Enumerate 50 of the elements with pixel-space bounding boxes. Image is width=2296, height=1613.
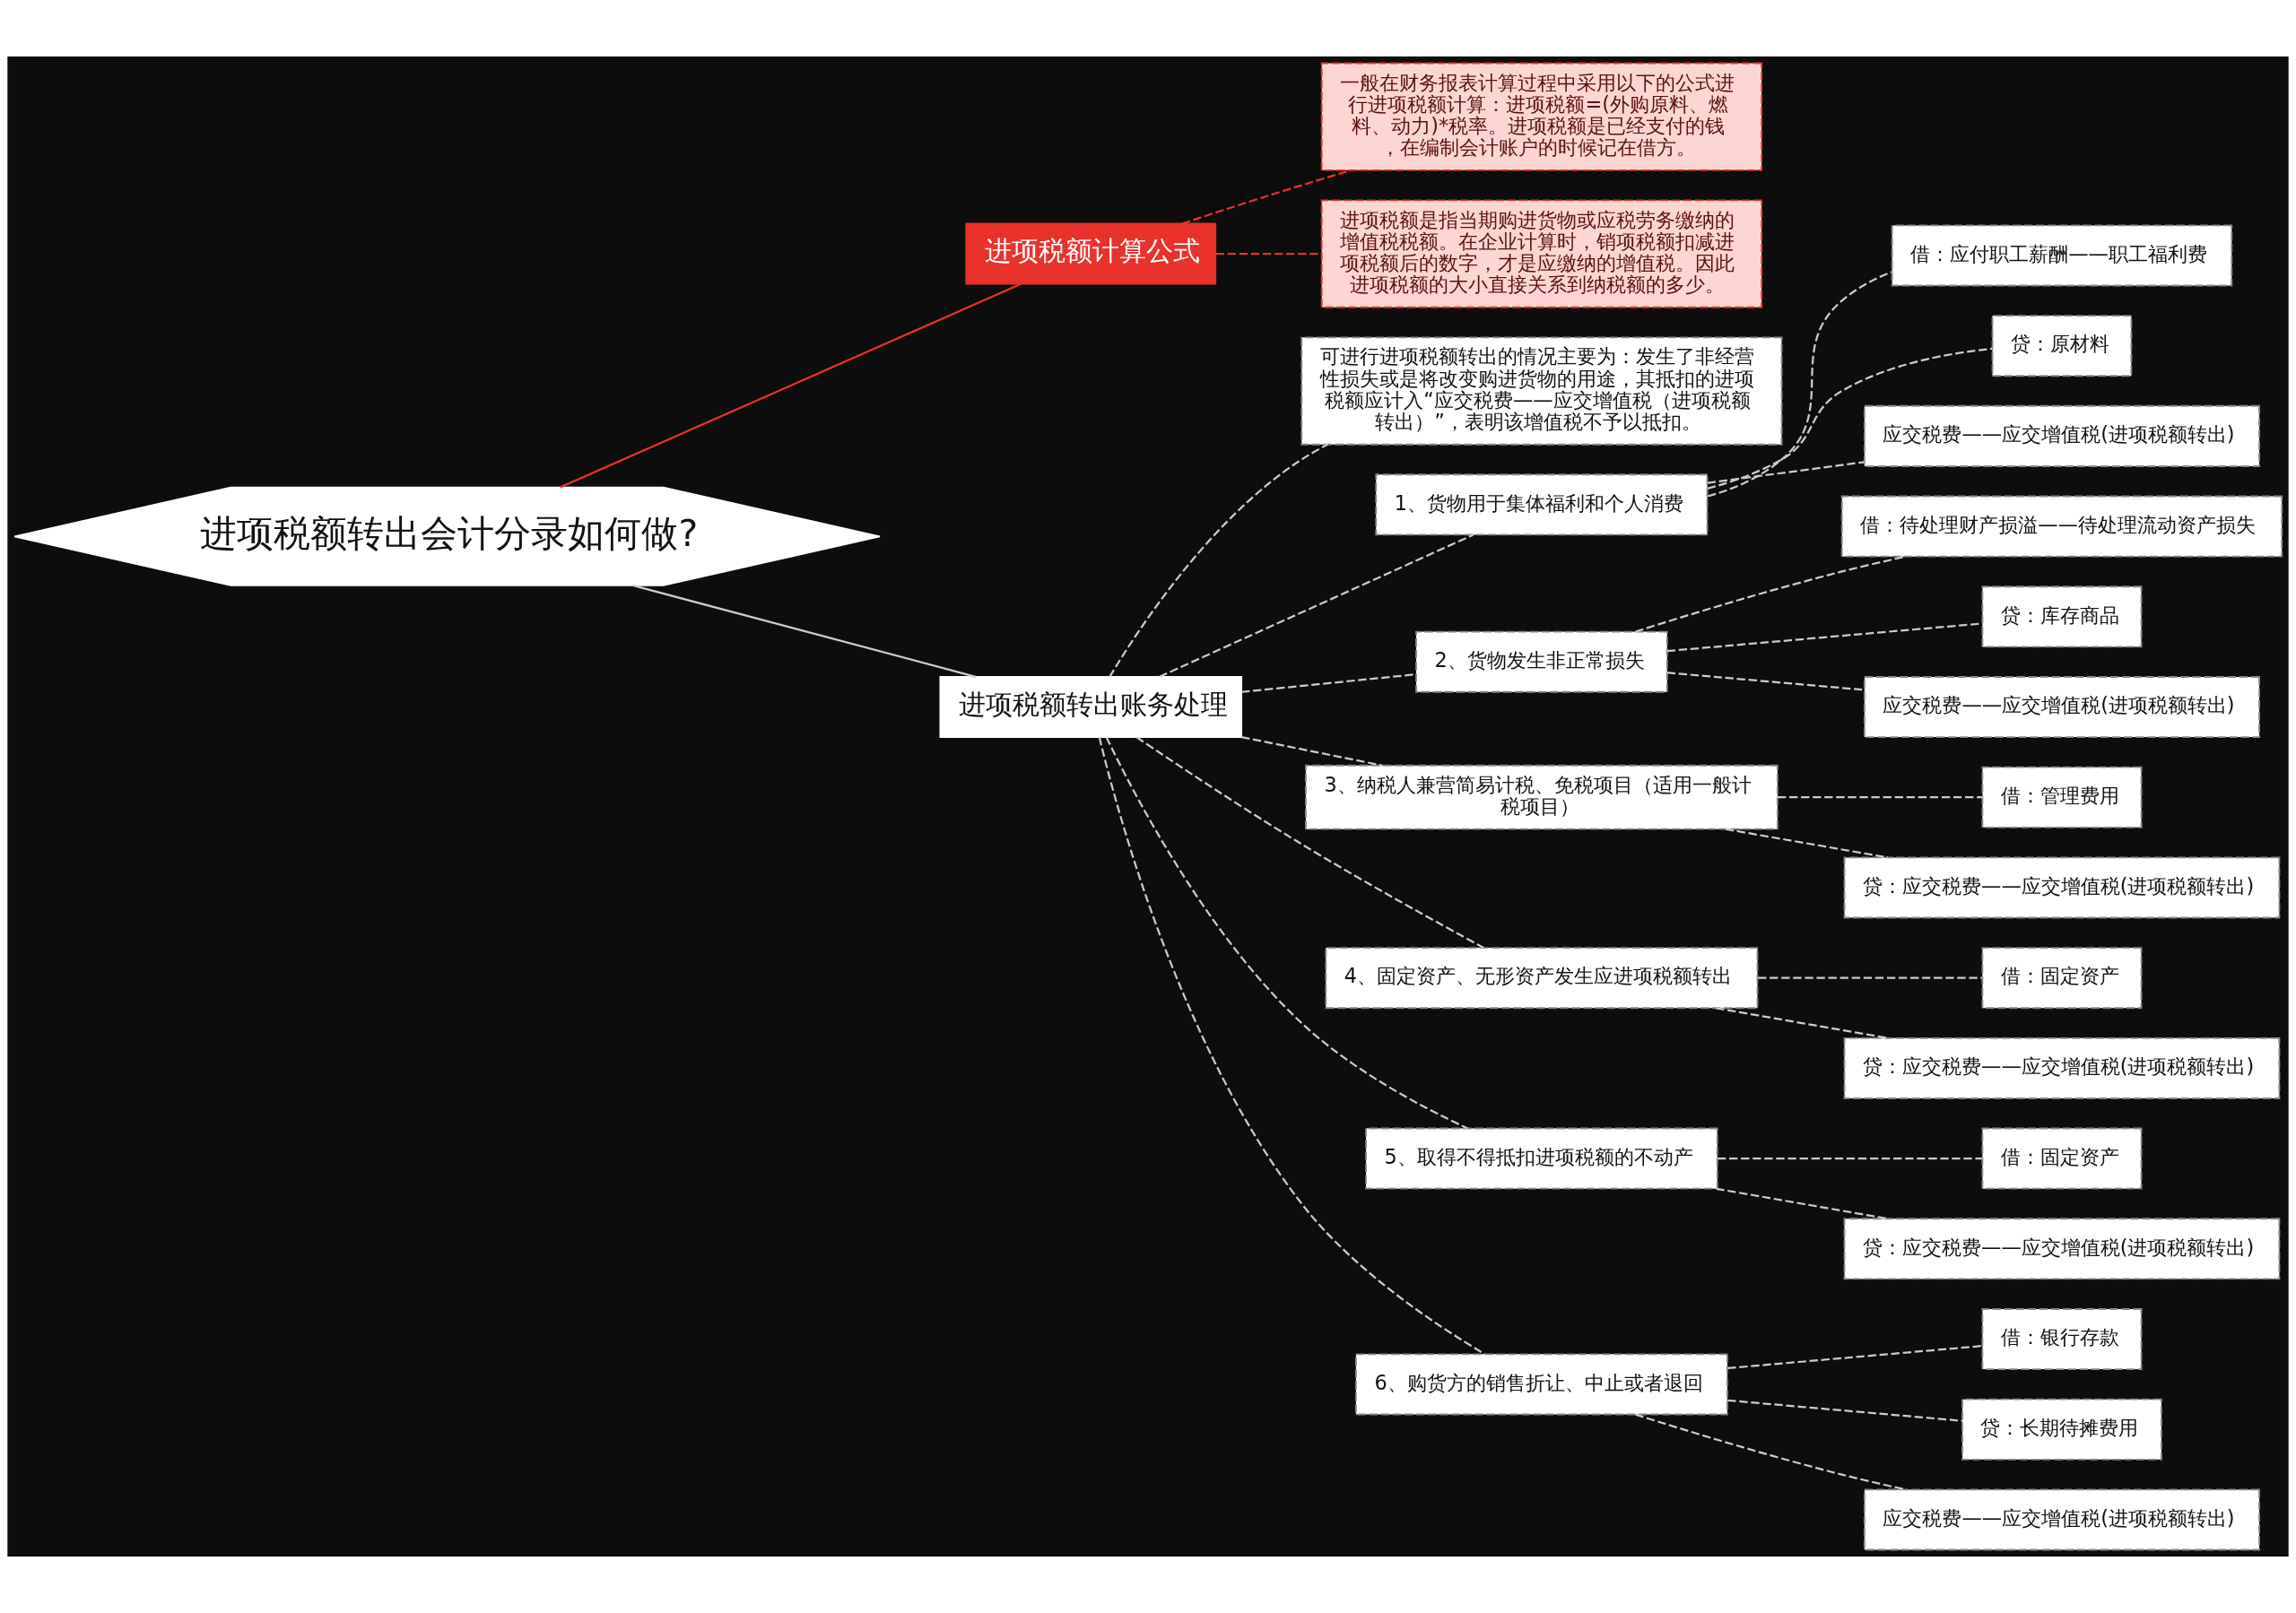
node-box: 借：待处理财产损溢——待处理流动资产损失 — [1840, 495, 2283, 558]
node-box: 贷：应交税费——应交增值税(进项税额转出) — [1843, 856, 2281, 919]
node-box: 一般在财务报表计算过程中采用以下的公式进行进项税额计算：进项税额=(外购原料、燃料、动力)*税率。进项税额是已经支付的钱，在编制会计账户的时候记在借方。 — [1320, 62, 1763, 171]
node-box: 5、取得不得抵扣进项税额的不动产 — [1365, 1127, 1718, 1190]
connector — [1727, 1399, 1962, 1422]
node-box: 3、纳税人兼营简易计税、免税项目（适用一般计税项目） — [1305, 764, 1779, 830]
connector — [632, 584, 977, 678]
connector — [1727, 1345, 1982, 1370]
connector — [1241, 735, 1383, 767]
connector — [1716, 1187, 1888, 1220]
connector — [1758, 976, 1982, 979]
connector — [1666, 672, 1865, 691]
node-box: 借：管理费用 — [1981, 766, 2143, 828]
node-box: 借：固定资产 — [1981, 1127, 2143, 1190]
connector — [560, 282, 1022, 489]
connector — [1707, 271, 1892, 498]
node-box: 进项税额转出账务处理 — [939, 676, 1243, 739]
connector — [1109, 443, 1328, 678]
node-box: 应交税费——应交增值税(进项税额转出) — [1863, 676, 2260, 739]
node-box: 贷：应交税费——应交增值税(进项税额转出) — [1843, 1036, 2281, 1099]
node-box: 借：银行存款 — [1981, 1308, 2143, 1371]
node-box: 借：固定资产 — [1981, 947, 2143, 1010]
connector — [1181, 169, 1352, 225]
connector — [1159, 533, 1474, 678]
node-box: 进项税额是指当期购进货物或应税劳务缴纳的增值税税额。在企业计算时，销项税额扣减进项税额后的数字，才是应缴纳的增值税。因此进项税额的大小直接关系到纳税额的多少。 — [1320, 199, 1763, 308]
connector — [1725, 828, 1889, 859]
node-box: 贷：原材料 — [1991, 315, 2133, 377]
node-box: 可进行进项税额转出的情况主要为：发生了非经营性损失或是将改变购进货物的用途，其抵扣的进项税额应计入“应交税费——应交增值税（进项税额转出）”，表明该增值税不予以抵扣。 — [1300, 336, 1783, 446]
connector — [1635, 1413, 1906, 1491]
connector — [1716, 1007, 1888, 1039]
connector — [1098, 736, 1485, 1355]
node-box: 贷：库存商品 — [1981, 585, 2143, 648]
node-box: 应交税费——应交增值税(进项税额转出) — [1863, 1488, 2260, 1551]
connector — [1135, 736, 1484, 949]
node-box: 贷：长期待摊费用 — [1961, 1398, 2162, 1461]
node-box: 应交税费——应交增值税(进项税额转出) — [1863, 404, 2260, 467]
connector — [1105, 736, 1468, 1130]
node-box: 进项税额计算公式 — [965, 222, 1217, 285]
connector — [1707, 347, 1993, 490]
node-box: 6、购货方的销售折让、中止或者退回 — [1354, 1353, 1728, 1416]
connector — [1635, 555, 1906, 633]
connector — [1777, 796, 1983, 799]
node-box: 2、货物发生非正常损失 — [1415, 630, 1668, 693]
connector — [1707, 461, 1865, 484]
node-box: 借：应付职工薪酬——职工福利费 — [1891, 224, 2233, 287]
node-box: 1、货物用于集体福利和个人消费 — [1375, 473, 1709, 536]
connector — [1718, 1158, 1982, 1160]
node-box: 4、固定资产、无形资产发生应进项税额转出 — [1325, 947, 1759, 1010]
node-box: 贷：应交税费——应交增值税(进项税额转出) — [1843, 1218, 2281, 1280]
connector — [1241, 673, 1416, 693]
